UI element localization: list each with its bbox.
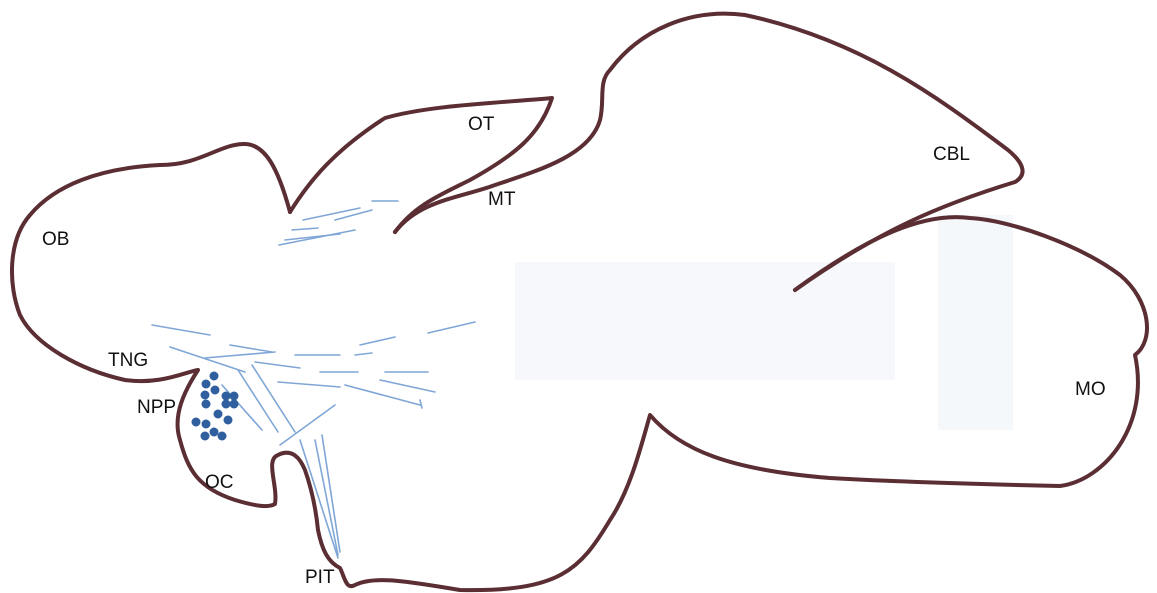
cell-dot — [218, 432, 227, 441]
label-mt: MT — [488, 190, 515, 209]
cell-dot — [230, 400, 239, 409]
fiber-line — [279, 230, 355, 245]
label-cbl: CBL — [933, 145, 970, 164]
fiber-line — [252, 365, 295, 432]
fiber-line — [303, 208, 360, 220]
label-ob: OB — [42, 230, 69, 249]
label-npp: NPP — [137, 398, 176, 417]
npp-cell-cluster — [192, 372, 239, 441]
cell-dot — [211, 386, 220, 395]
label-oc: OC — [205, 473, 234, 492]
fiber-line — [278, 382, 340, 387]
cell-dot — [201, 432, 210, 441]
cell-dot — [230, 392, 239, 401]
cell-dot — [224, 416, 233, 425]
label-mo: MO — [1075, 380, 1106, 399]
fiber-line — [420, 400, 422, 408]
fiber-line — [205, 352, 275, 358]
faint-patch — [515, 262, 895, 380]
fiber-line — [255, 362, 300, 368]
fiber-line — [280, 405, 335, 445]
cell-dot — [210, 428, 219, 437]
cell-dot — [202, 380, 211, 389]
background-patches — [515, 215, 1013, 430]
cell-dot — [202, 400, 211, 409]
cell-dot — [222, 392, 231, 401]
cell-dot — [210, 372, 219, 381]
cell-dot — [201, 391, 210, 400]
faint-patch — [938, 215, 1013, 430]
fiber-line — [355, 353, 372, 355]
fiber-line — [380, 380, 435, 392]
cell-dot — [202, 420, 211, 429]
cell-dot — [222, 400, 231, 409]
cerebellum-outline — [395, 14, 1023, 290]
fiber-line — [230, 345, 272, 352]
cell-dot — [214, 410, 223, 419]
fiber-line — [360, 337, 395, 345]
fiber-line — [170, 347, 245, 372]
label-pit: PIT — [305, 568, 335, 587]
cell-dot — [192, 418, 201, 427]
fiber-line — [345, 385, 420, 405]
label-tng: TNG — [108, 351, 148, 370]
fiber-line — [292, 228, 318, 230]
label-ot: OT — [468, 115, 494, 134]
fiber-line — [238, 370, 278, 432]
fiber-line — [152, 325, 210, 335]
fiber-line — [428, 322, 475, 333]
